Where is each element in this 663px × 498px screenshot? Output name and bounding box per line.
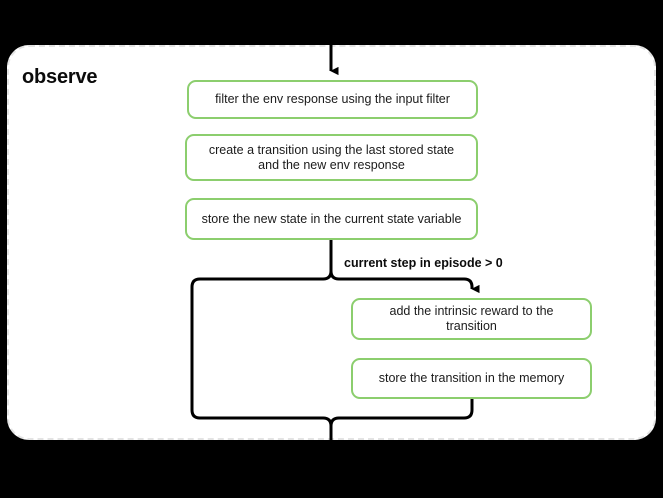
edge-storestate-to-intrinsic bbox=[329, 270, 480, 294]
edge-storestate-bypass bbox=[190, 270, 333, 447]
node-label: store the transition in the memory bbox=[378, 371, 565, 385]
node-create-transition[interactable]: create a transition using the last store… bbox=[185, 134, 478, 181]
edge-condition-label: current step in episode > 0 bbox=[344, 256, 503, 270]
node-label: store the new state in the current state… bbox=[201, 211, 462, 226]
node-filter-env-response[interactable]: filter the env response using the input … bbox=[187, 80, 478, 119]
node-store-new-state[interactable]: store the new state in the current state… bbox=[185, 198, 478, 240]
node-label: create a transition using the last store… bbox=[208, 142, 455, 172]
node-label: filter the env response using the input … bbox=[215, 92, 450, 106]
node-label: add the intrinsic reward to the transiti… bbox=[389, 304, 554, 333]
node-add-intrinsic-reward[interactable]: add the intrinsic reward to the transiti… bbox=[351, 298, 592, 340]
subgraph-title: observe bbox=[22, 66, 98, 88]
edge-storetransition-to-exit bbox=[329, 399, 474, 447]
node-store-transition-memory[interactable]: store the transition in the memory bbox=[351, 358, 592, 399]
